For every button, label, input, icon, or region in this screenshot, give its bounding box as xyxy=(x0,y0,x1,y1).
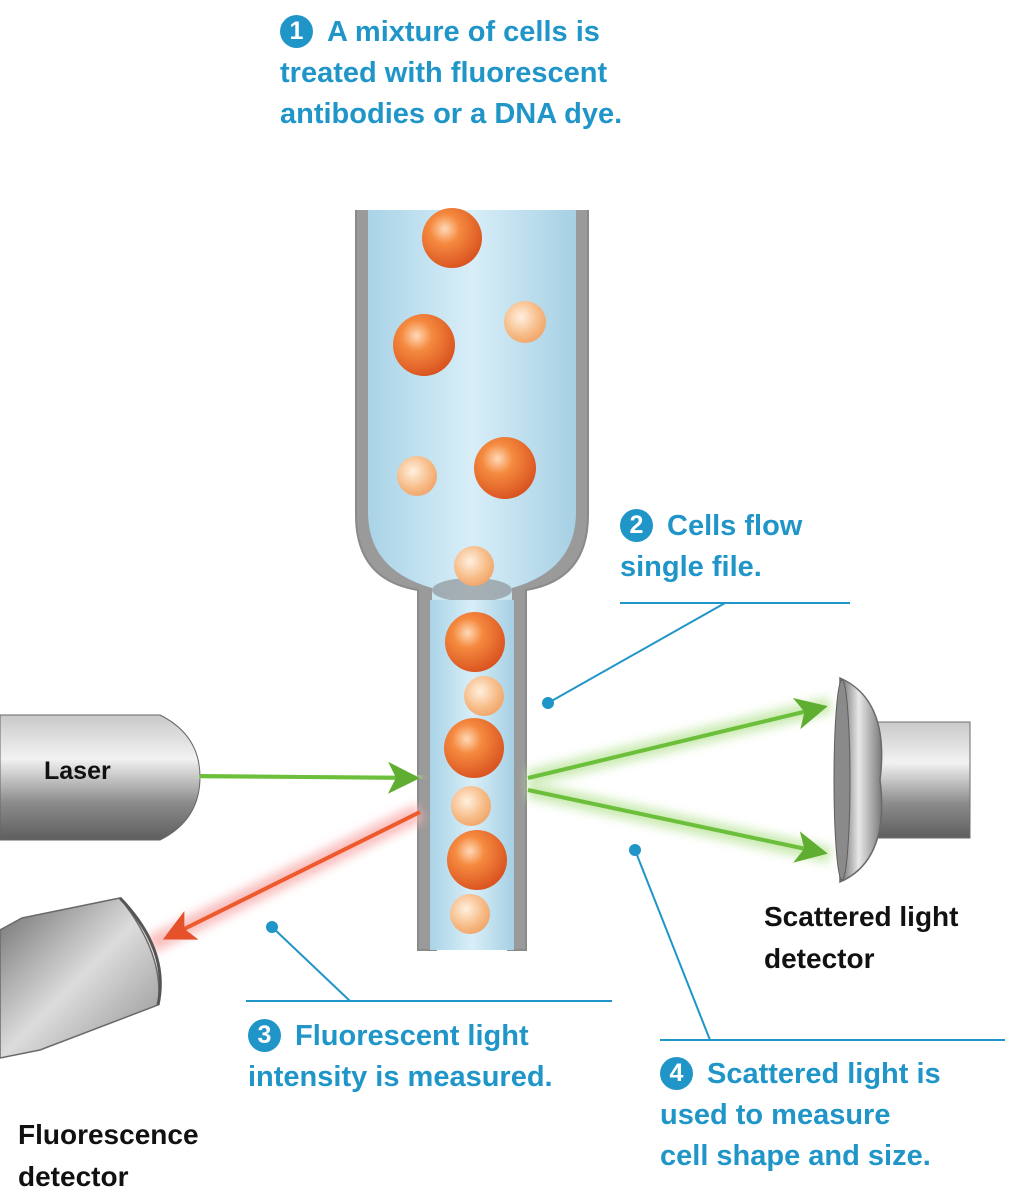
leader-lines xyxy=(246,602,1005,1041)
fluorescence-detector-label-line-1: Fluorescence xyxy=(18,1119,199,1150)
step-1-line-3: antibodies or a DNA dye. xyxy=(280,98,623,130)
step-2-line-2: single file. xyxy=(620,551,762,583)
scattered-beams xyxy=(526,697,832,863)
fluorescence-detector xyxy=(0,896,162,1059)
step-1-line-2: treated with fluorescent xyxy=(280,57,608,89)
step-2-badge: 2 xyxy=(620,509,653,542)
cells-single-file xyxy=(444,612,507,934)
laser-beam xyxy=(199,761,421,794)
scattered-light-detector-label: Scattered light detector xyxy=(764,896,958,980)
step-4-line-3: cell shape and size. xyxy=(660,1140,931,1172)
fluorescence-detector-label-line-2: detector xyxy=(18,1161,129,1192)
fluorescent-beam xyxy=(146,803,424,954)
step-4-line-1: Scattered light is xyxy=(707,1058,941,1090)
scattered-light-detector xyxy=(833,676,971,884)
scattered-light-detector-label-line-2: detector xyxy=(764,943,875,974)
step-3-line-2: intensity is measured. xyxy=(248,1061,553,1093)
scattered-light-detector-label-line-1: Scattered light xyxy=(764,901,959,932)
step-4-callout: 4 Scattered light is used to measure cell… xyxy=(660,1054,941,1177)
step-1-callout: 1 A mixture of cells is treated with fluo… xyxy=(280,12,622,135)
step-3-callout: 3 Fluorescent light intensity is measured… xyxy=(248,1016,553,1098)
step-3-line-1: Fluorescent light xyxy=(295,1020,529,1052)
step-3-badge: 3 xyxy=(248,1019,281,1052)
cells-in-reservoir xyxy=(393,208,546,586)
step-2-callout: 2 Cells flow single file. xyxy=(620,506,802,588)
step-4-line-2: used to measure xyxy=(660,1099,891,1131)
step-2-line-1: Cells flow xyxy=(667,510,803,542)
laser-label: Laser xyxy=(44,757,111,785)
fluorescence-detector-label: Fluorescence detector xyxy=(18,1114,199,1198)
step-4-badge: 4 xyxy=(660,1057,693,1090)
step-1-line-1: A mixture of cells is xyxy=(327,16,600,48)
step-1-badge: 1 xyxy=(280,15,313,48)
